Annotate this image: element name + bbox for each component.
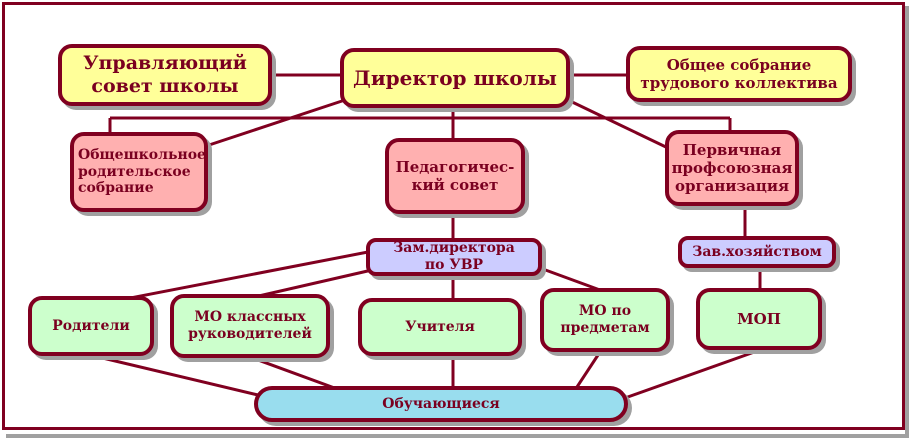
node-deputy: Зам.директора по УВР (366, 238, 542, 276)
node-mo-class-label: МО классных руководителей (188, 309, 312, 342)
node-supply: Зав.хозяйством (678, 236, 836, 268)
link-deputy-mosubject (539, 266, 601, 292)
node-parents: Родители (28, 296, 154, 356)
node-mo-subject-label: МО по предметам (560, 303, 650, 336)
node-council-label: Управляющий совет школы (83, 52, 247, 97)
link-deputy-parents (119, 250, 369, 302)
node-students-label: Обучающиеся (382, 395, 500, 412)
link-director-union (567, 98, 669, 150)
node-ped-council-label: Педагогичес- кий совет (395, 158, 515, 194)
diagram-frame (2, 2, 905, 430)
node-assembly: Общее собрание трудового коллектива (626, 46, 852, 102)
link-moclass-students (249, 355, 341, 392)
node-director-label: Директор школы (353, 66, 557, 90)
node-assembly-label: Общее собрание трудового коллектива (640, 56, 838, 92)
node-mo-class: МО классных руководителей (170, 294, 330, 358)
node-teachers-label: Учителя (405, 318, 475, 335)
node-union: Первичная профсоюзная организация (665, 130, 799, 206)
node-union-label: Первичная профсоюзная организация (671, 141, 793, 195)
node-deputy-label: Зам.директора по УВР (393, 240, 515, 273)
link-director-parents-meeting (199, 98, 346, 150)
node-teachers: Учителя (358, 298, 522, 356)
link-mosubject-students (573, 351, 602, 391)
node-mo-subject: МО по предметам (540, 288, 670, 352)
node-mop-label: МОП (737, 310, 781, 328)
node-ped-council: Педагогичес- кий совет (385, 138, 525, 214)
link-mop-students (624, 348, 761, 400)
node-students: Обучающиеся (254, 386, 628, 422)
node-parents-meeting: Общешкольное родительское собрание (70, 132, 208, 212)
node-mop: МОП (696, 288, 822, 350)
frame-shadow (6, 6, 909, 438)
node-director: Директор школы (340, 48, 570, 108)
link-deputy-moclass (249, 268, 373, 300)
link-parents-students (89, 353, 259, 397)
node-parents-label: Родители (52, 317, 130, 334)
node-supply-label: Зав.хозяйством (692, 243, 822, 260)
node-council: Управляющий совет школы (58, 44, 272, 106)
node-parents-meeting-label: Общешкольное родительское собрание (78, 146, 206, 197)
